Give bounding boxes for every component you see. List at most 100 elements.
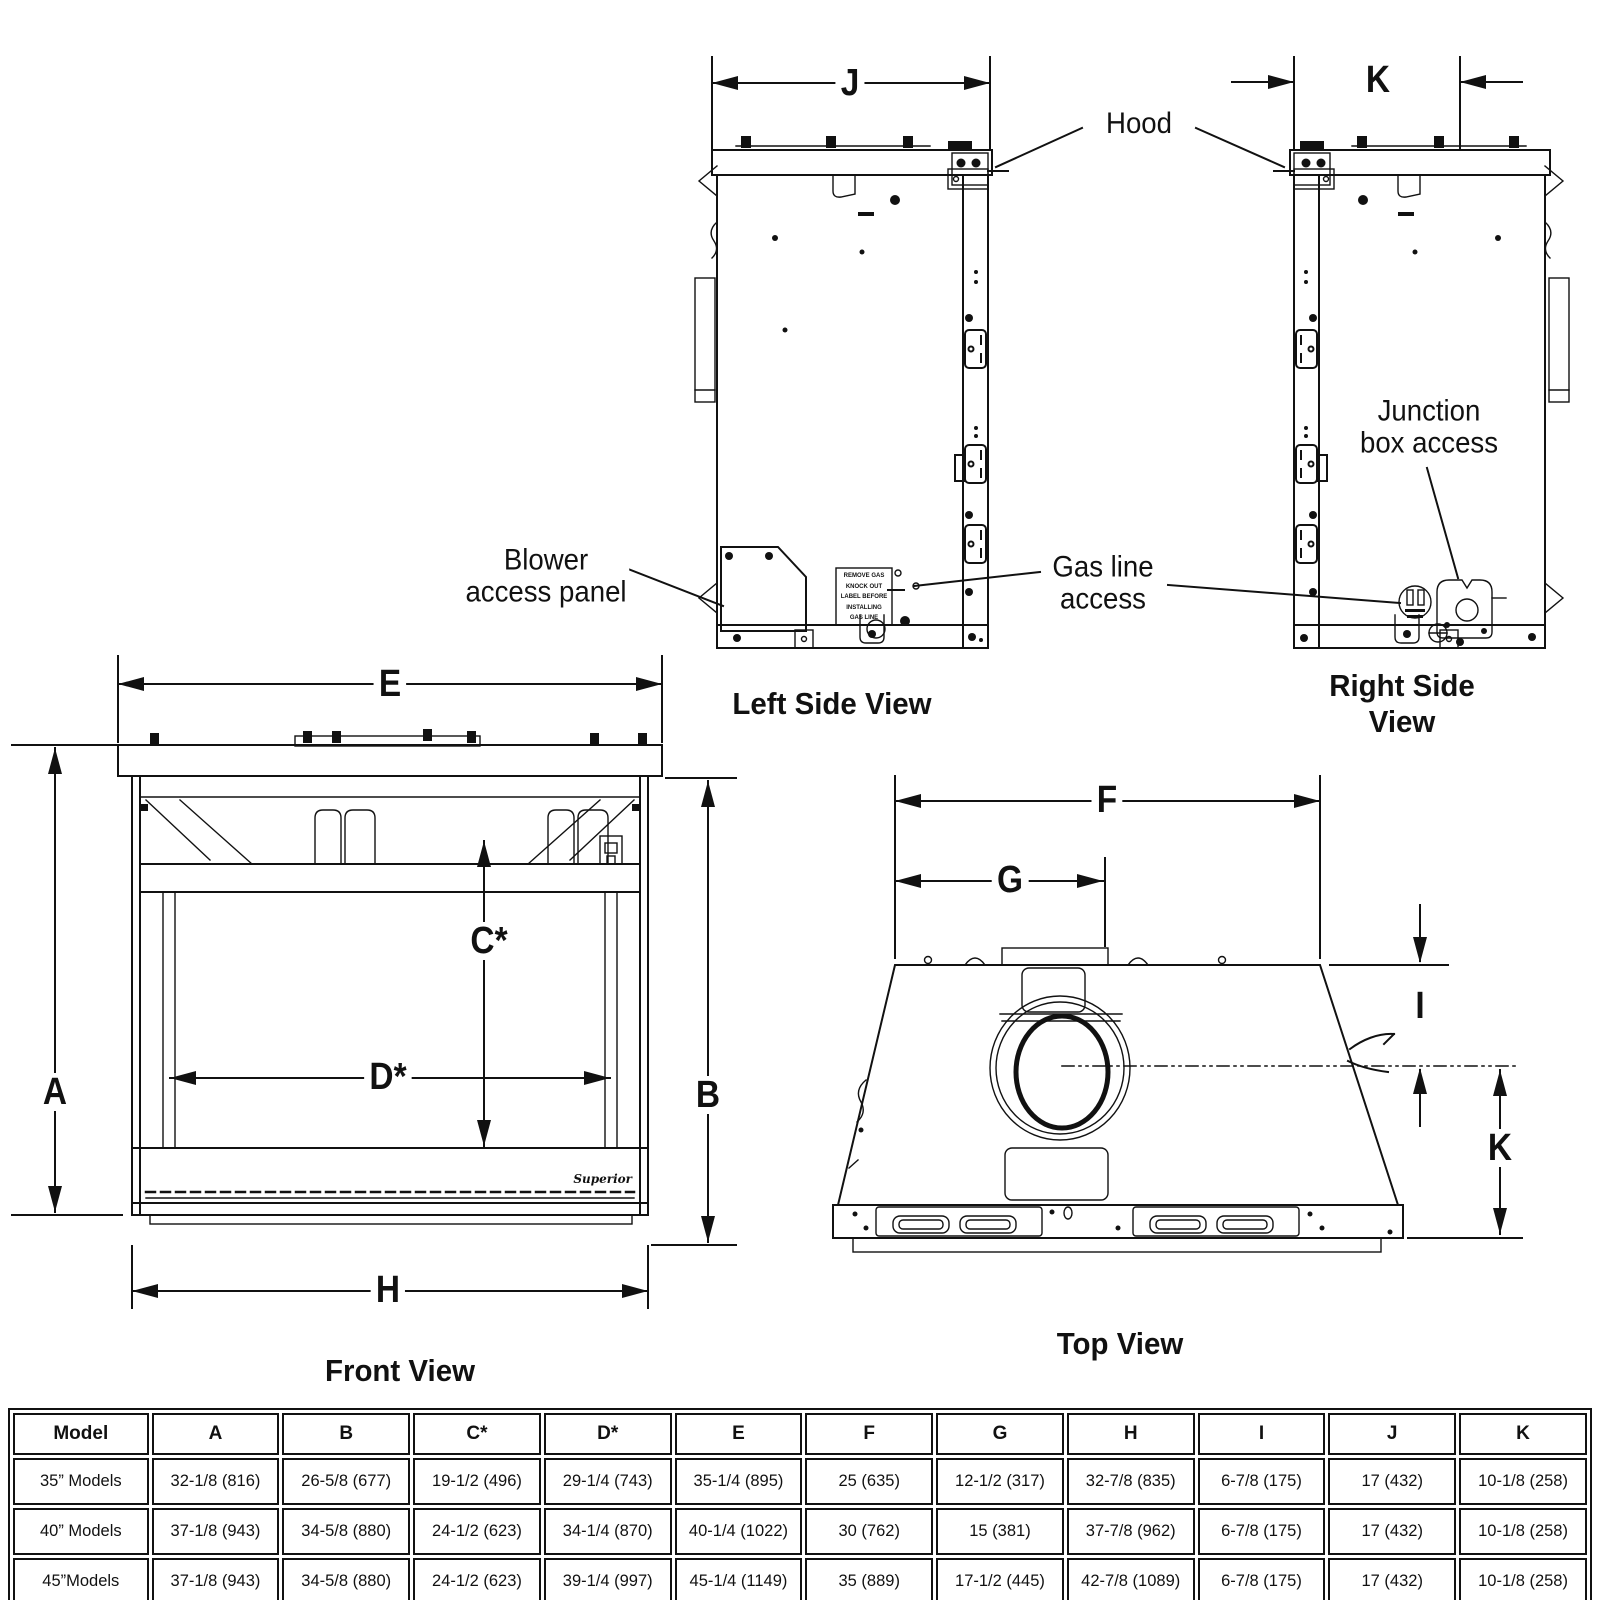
top-view-front-strip: [832, 1204, 1404, 1253]
column-header: F: [805, 1413, 934, 1455]
dim-k-top: [1231, 56, 1523, 151]
table-cell: 39-1/4 (997): [543, 1558, 672, 1600]
right-top-cap: [1289, 149, 1551, 176]
left-top-cap: [711, 149, 993, 176]
dimension-lines: [11, 56, 1523, 1309]
table-cell: 34-5/8 (880): [282, 1558, 411, 1600]
table-cell: 10-1/8 (258): [1459, 1458, 1587, 1505]
flue-collar: [989, 995, 1131, 1141]
blower-access-panel: [720, 546, 807, 632]
gas-leader-right: [1166, 583, 1402, 605]
dim-label-i: I: [1410, 987, 1430, 1025]
table-cell: 15 (381): [936, 1508, 1064, 1555]
dim-label-k-top: K: [1360, 61, 1396, 99]
right-front-channel: [1295, 329, 1328, 564]
table-cell: 10-1/8 (258): [1459, 1508, 1587, 1555]
left-front-channel: [954, 329, 987, 564]
junction-leader: [1425, 466, 1460, 580]
hood-leader-left: [994, 126, 1084, 169]
table-cell: 37-7/8 (962): [1066, 1508, 1195, 1555]
table-cell: 32-1/8 (816): [151, 1458, 280, 1505]
table-cell: 24-1/2 (623): [413, 1508, 541, 1555]
right-side-view-title: Right Side View: [1329, 668, 1475, 739]
column-header: A: [151, 1413, 280, 1455]
dim-label-d: D*: [364, 1058, 412, 1096]
junction-box: [1436, 579, 1507, 639]
table-cell: 17 (432): [1328, 1458, 1457, 1505]
column-header: Model: [13, 1413, 149, 1455]
table-cell: 26-5/8 (677): [282, 1458, 411, 1505]
dim-i: [1061, 904, 1519, 1127]
table-cell: 29-1/4 (743): [543, 1458, 672, 1505]
table-cell: 45”Models: [13, 1558, 149, 1600]
column-header: G: [936, 1413, 1064, 1455]
dim-label-g: G: [991, 861, 1029, 899]
column-header: H: [1066, 1413, 1195, 1455]
table-cell: 12-1/2 (317): [936, 1458, 1064, 1505]
column-header: I: [1197, 1413, 1326, 1455]
dim-label-j: J: [835, 64, 865, 102]
column-header: B: [282, 1413, 411, 1455]
gas-access-hole: [1398, 585, 1464, 646]
table-cell: 17 (432): [1328, 1508, 1457, 1555]
table-cell: 24-1/2 (623): [413, 1558, 541, 1600]
dim-label-h: H: [370, 1271, 406, 1309]
hood-label: Hood: [1103, 107, 1175, 141]
table-cell: 37-1/8 (943): [151, 1508, 280, 1555]
table-cell: 40” Models: [13, 1508, 149, 1555]
front-body: [131, 775, 649, 1216]
junction-box-access-label: Junction box access: [1357, 395, 1501, 461]
top-view-drawing: [832, 947, 1404, 1253]
front-view-drawing: [117, 729, 663, 1225]
left-side-view-title: Left Side View: [732, 686, 932, 721]
column-header: C*: [413, 1413, 541, 1455]
hood-leader-right: [1194, 126, 1286, 169]
gas-knockout-hole: [866, 619, 886, 639]
gas-line-stub: [1346, 1032, 1396, 1074]
front-view-title: Front View: [324, 1353, 476, 1388]
table-cell: 10-1/8 (258): [1459, 1558, 1587, 1600]
table-cell: 19-1/2 (496): [413, 1458, 541, 1505]
brand-logo: Superior: [573, 1172, 632, 1186]
table-cell: 34-1/4 (870): [543, 1508, 672, 1555]
table-cell: 17 (432): [1328, 1558, 1457, 1600]
leader-lines: [603, 126, 1460, 608]
table-cell: 25 (635): [805, 1458, 934, 1505]
dim-label-k-topview: K: [1482, 1129, 1518, 1167]
warning-label-text: REMOVE GAS KNOCK OUT LABEL BEFORE INSTAL…: [840, 573, 888, 621]
left-body-panel: [716, 174, 989, 649]
dim-c: [477, 840, 491, 1147]
column-header: J: [1328, 1413, 1457, 1455]
table-cell: 45-1/4 (1149): [674, 1558, 803, 1600]
blower-access-label: Blower access panel: [462, 544, 630, 610]
left-side-view-drawing: [694, 136, 1009, 649]
right-hood-flange: [1273, 152, 1335, 190]
dim-a: [11, 744, 123, 1216]
table-cell: 6-7/8 (175): [1197, 1508, 1326, 1555]
top-view-title: Top View: [1056, 1326, 1184, 1361]
column-header: E: [674, 1413, 803, 1455]
column-header: K: [1459, 1413, 1587, 1455]
column-header: D*: [543, 1413, 672, 1455]
dim-label-f: F: [1091, 781, 1123, 819]
left-hood-flange: [947, 152, 1009, 190]
right-side-view-drawing: [1273, 136, 1570, 649]
table-cell: 35-1/4 (895): [674, 1458, 803, 1505]
table-cell: 35” Models: [13, 1458, 149, 1505]
warning-label-box: [835, 567, 893, 626]
dim-label-c: C*: [465, 922, 513, 960]
gas-line-access-label: Gas line access: [1049, 551, 1157, 617]
table-cell: 40-1/4 (1022): [674, 1508, 803, 1555]
table-cell: 17-1/2 (445): [936, 1558, 1064, 1600]
table-cell: 35 (889): [805, 1558, 934, 1600]
table-cell: 37-1/8 (943): [151, 1558, 280, 1600]
table-cell: 32-7/8 (835): [1066, 1458, 1195, 1505]
table-cell: 30 (762): [805, 1508, 934, 1555]
table-cell: 6-7/8 (175): [1197, 1458, 1326, 1505]
